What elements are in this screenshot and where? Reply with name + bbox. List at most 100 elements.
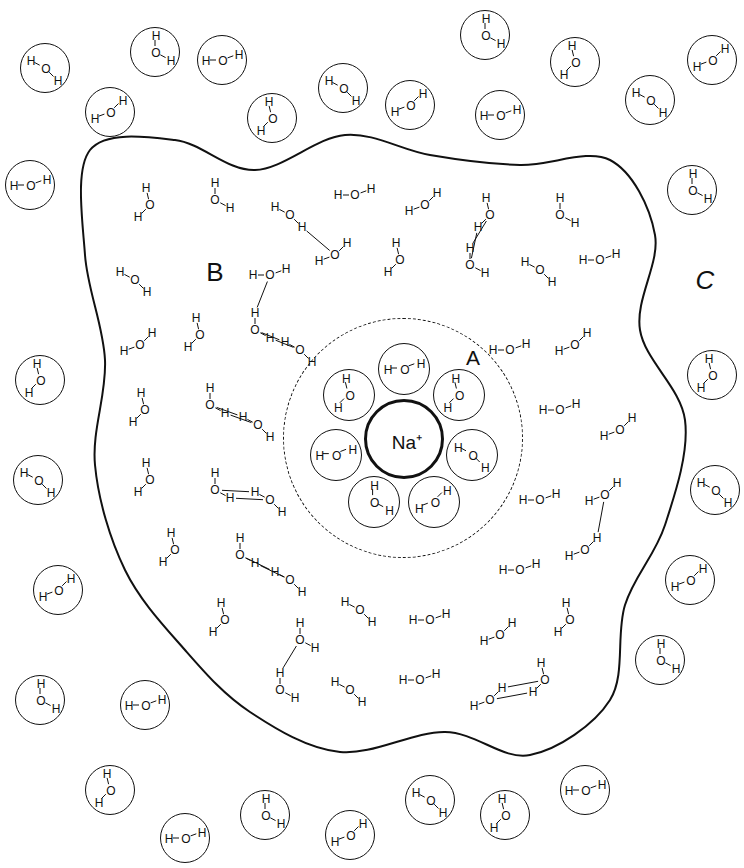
atom-letter: H xyxy=(497,38,506,50)
atom-letter: H xyxy=(370,480,379,492)
atom-letter: H xyxy=(548,276,557,288)
atom-letter: O xyxy=(535,494,544,506)
atom-letter: H xyxy=(490,822,499,834)
atom-letter: H xyxy=(659,107,668,119)
covalent-bond xyxy=(258,275,264,276)
atom-letter: H xyxy=(143,286,152,298)
atom-letter: H xyxy=(552,488,561,500)
atom-letter: H xyxy=(257,125,266,137)
atom-letter: H xyxy=(474,221,483,233)
covalent-bond xyxy=(528,500,534,501)
atom-letter: H xyxy=(271,566,280,578)
atom-letter: O xyxy=(688,185,697,197)
atom-letter: H xyxy=(217,597,226,609)
atom-letter: H xyxy=(226,202,235,214)
water-molecule: HOH xyxy=(667,165,717,215)
atom-letter: O xyxy=(711,485,720,497)
atom-letter: H xyxy=(657,638,666,650)
covalent-bond xyxy=(414,207,420,209)
covalent-bond xyxy=(279,209,284,212)
hydrogen-bond xyxy=(236,498,263,499)
atom-letter: O xyxy=(501,810,510,822)
covalent-bond xyxy=(418,620,424,621)
atom-letter: H xyxy=(598,779,607,791)
atom-letter: H xyxy=(95,797,104,809)
atom-letter: O xyxy=(205,399,214,411)
covalent-bond xyxy=(285,693,290,696)
atom-letter: H xyxy=(52,703,61,715)
atom-letter: H xyxy=(498,793,507,805)
atom-letter: H xyxy=(466,242,475,254)
water-molecule: HOH xyxy=(625,75,675,125)
atom-letter: O xyxy=(145,199,154,211)
water-molecule: HOH xyxy=(433,369,485,421)
atom-letter: O xyxy=(265,494,274,506)
atom-letter: H xyxy=(612,248,621,260)
atom-letter: H xyxy=(367,183,376,195)
water-molecule: HOH xyxy=(15,675,65,725)
atom-letter: H xyxy=(554,626,563,638)
water-molecule: HOH xyxy=(480,790,530,840)
atom-letter: O xyxy=(496,110,505,122)
atom-letter: H xyxy=(119,95,128,107)
atom-letter: H xyxy=(298,586,307,598)
atom-letter: H xyxy=(560,69,569,81)
atom-letter: O xyxy=(406,100,415,112)
hydration-region: BANa⁺HOHHOHHOHHOHHOHHOHHOH xyxy=(80,130,690,760)
atom-letter: O xyxy=(218,55,227,67)
atom-letter: O xyxy=(261,810,270,822)
water-molecule: HOH xyxy=(635,635,685,685)
covalent-bond xyxy=(349,604,354,607)
atom-letter: H xyxy=(137,387,146,399)
covalent-bond xyxy=(436,616,442,618)
atom-letter: H xyxy=(409,614,418,626)
atom-letter: H xyxy=(689,168,698,180)
atom-letter: H xyxy=(568,40,577,52)
atom-letter: H xyxy=(20,467,29,479)
atom-letter: H xyxy=(134,486,143,498)
atom-letter: O xyxy=(41,63,50,75)
water-molecule: HOH xyxy=(160,813,210,863)
atom-letter: H xyxy=(266,431,275,443)
covalent-bond xyxy=(498,350,504,351)
water-molecule: HOH xyxy=(5,160,55,210)
atom-letter: H xyxy=(565,550,574,562)
water-molecule: HOH xyxy=(665,555,715,605)
atom-letter: H xyxy=(281,336,290,348)
atom-letter: O xyxy=(346,830,355,842)
covalent-bond xyxy=(151,701,157,703)
covalent-bond xyxy=(529,264,534,267)
atom-letter: O xyxy=(425,614,434,626)
hydrogen-bond xyxy=(307,231,330,251)
covalent-bond xyxy=(220,203,225,206)
covalent-bond xyxy=(490,38,495,41)
covalent-bond xyxy=(526,566,532,568)
atom-letter: O xyxy=(469,450,478,462)
atom-letter: H xyxy=(116,266,125,278)
atom-letter: H xyxy=(432,668,441,680)
covalent-bond xyxy=(339,837,345,839)
atom-letter: H xyxy=(399,674,408,686)
atom-letter: H xyxy=(519,494,528,506)
covalent-bond xyxy=(701,62,707,64)
atom-letter: H xyxy=(296,617,305,629)
atom-letter: O xyxy=(145,474,154,486)
atom-letter: H xyxy=(480,635,489,647)
atom-letter: H xyxy=(262,793,271,805)
region-letter: C xyxy=(696,267,715,293)
atom-letter: H xyxy=(251,557,260,569)
atom-letter: H xyxy=(209,626,218,638)
atom-letter: H xyxy=(39,591,48,603)
atom-letter: H xyxy=(278,506,287,518)
atom-letter: O xyxy=(330,249,339,261)
atom-letter: H xyxy=(47,487,56,499)
atom-letter: O xyxy=(253,419,262,431)
covalent-bond xyxy=(361,191,367,193)
atom-letter: O xyxy=(708,370,717,382)
atom-letter: H xyxy=(481,267,490,279)
atom-letter: H xyxy=(532,558,541,570)
atom-letter: H xyxy=(521,256,530,268)
water-molecule: HOH xyxy=(687,35,737,85)
atom-letter: H xyxy=(439,807,448,819)
covalent-bond xyxy=(18,185,24,186)
